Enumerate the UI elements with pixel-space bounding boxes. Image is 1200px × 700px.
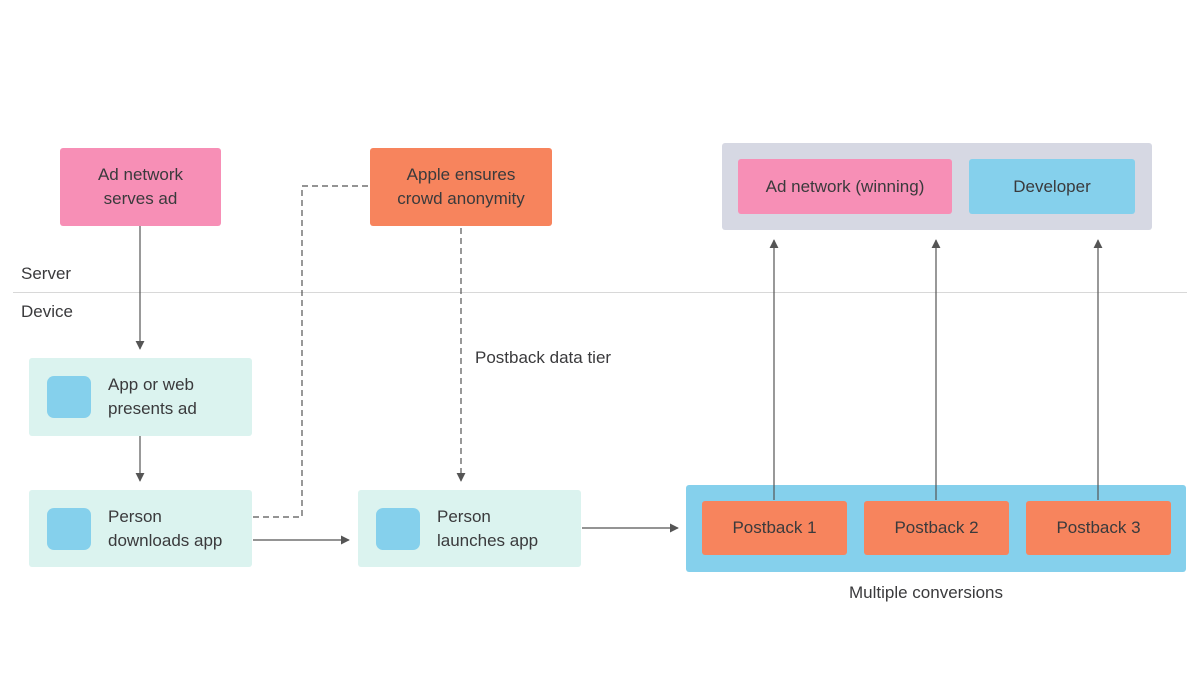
apple-anonymity-text: Apple ensures crowd anonymity bbox=[397, 165, 525, 208]
person-launches-node: Person launches app bbox=[358, 490, 581, 567]
person-downloads-text: Person downloads app bbox=[108, 506, 223, 550]
multiple-conversions-label: Multiple conversions bbox=[849, 583, 1004, 602]
postback-2-node: Postback 2 bbox=[864, 501, 1009, 555]
app-icon bbox=[376, 508, 420, 550]
recipient-developer-text: Developer bbox=[1013, 176, 1091, 196]
dashed-download-to-apple bbox=[253, 185, 370, 518]
app-presents-ad-node: App or web presents ad bbox=[29, 358, 252, 436]
ad-network-serves-ad-node: Ad network serves ad bbox=[60, 148, 221, 226]
app-icon bbox=[47, 508, 91, 550]
device-zone-label: Device bbox=[21, 302, 73, 321]
server-zone-label: Server bbox=[21, 264, 72, 283]
app-presents-ad-text: App or web presents ad bbox=[108, 375, 197, 418]
person-downloads-node: Person downloads app bbox=[29, 490, 252, 567]
server-device-divider bbox=[13, 292, 1187, 293]
app-icon bbox=[47, 376, 91, 418]
postback-2-text: Postback 2 bbox=[894, 518, 979, 537]
postback-1-node: Postback 1 bbox=[702, 501, 847, 555]
recipient-ad-network-node: Ad network (winning) bbox=[738, 159, 952, 214]
recipient-developer-node: Developer bbox=[969, 159, 1135, 214]
postback-1-text: Postback 1 bbox=[732, 518, 817, 537]
postback-3-node: Postback 3 bbox=[1026, 501, 1171, 555]
person-launches-text: Person launches app bbox=[437, 506, 539, 550]
recipient-ad-network-text: Ad network (winning) bbox=[765, 176, 925, 196]
apple-anonymity-node: Apple ensures crowd anonymity bbox=[370, 148, 552, 226]
ad-network-serves-ad-text: Ad network serves ad bbox=[97, 165, 184, 208]
postback-3-text: Postback 3 bbox=[1056, 518, 1141, 537]
postback-data-tier-label: Postback data tier bbox=[475, 348, 612, 367]
